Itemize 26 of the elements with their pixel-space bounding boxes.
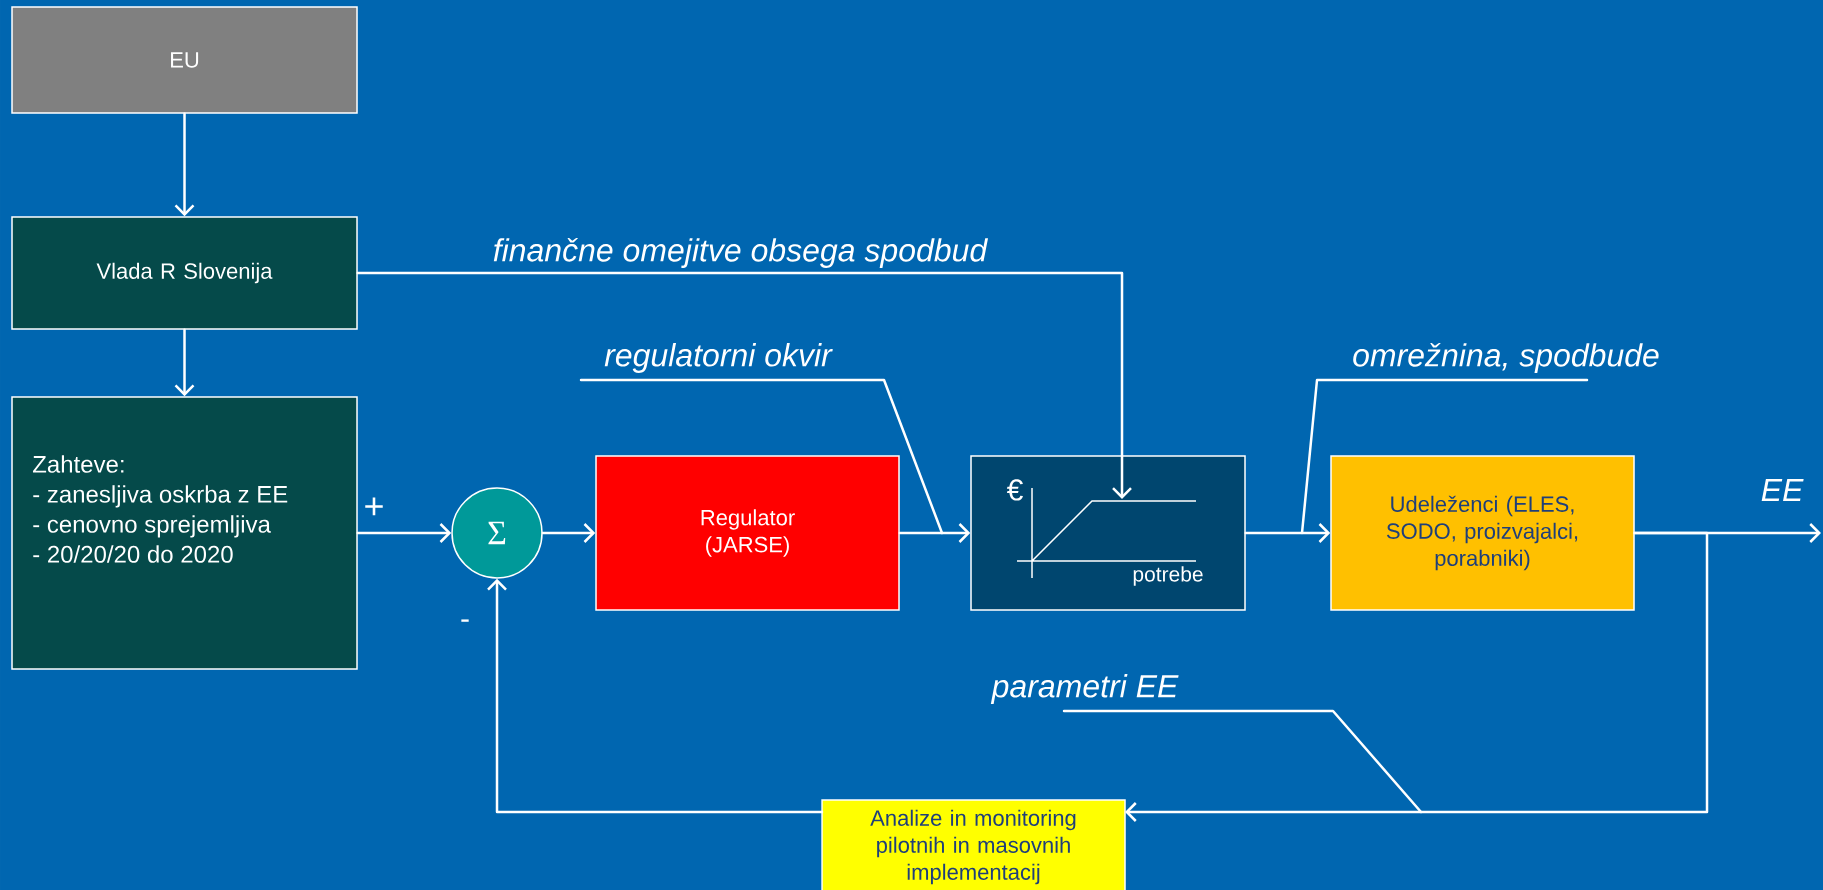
- sign-label: -: [461, 619, 469, 622]
- process-box: Analize in monitoring pilotnih in masovnih implementacij: [821, 799, 1126, 890]
- arrow: [898, 523, 971, 543]
- edge-label: finančne omejitve obsega spodbud: [493, 238, 988, 268]
- leader-line: [1300, 378, 1589, 535]
- annotation-text: omrežnina, spodbude: [1353, 343, 1659, 373]
- leader-line: [579, 378, 944, 535]
- arrow: [356, 523, 452, 543]
- sign-label: +: [365, 497, 383, 516]
- arrow: [174, 112, 195, 217]
- chart-box: € potrebe: [970, 455, 1246, 611]
- annotation-text: regulatorni okvir: [604, 343, 833, 373]
- requirements-box: Zahteve: - zanesljiva oskrba z EE - cenovno sprejemljiva - 20/20/20 do 2020: [11, 396, 358, 670]
- leader-line: [1062, 709, 1423, 814]
- arrow: [541, 523, 596, 543]
- arrow: [1125, 531, 1709, 822]
- arrow: [1244, 523, 1331, 543]
- process-box: Udeleženci (ELES, SODO, proizvajalci, porabniki): [1330, 455, 1635, 611]
- edge-label: EE: [1761, 479, 1804, 501]
- process-box: EU: [11, 6, 358, 114]
- annotation-text: parametri EE: [990, 674, 1179, 704]
- arrow: [356, 271, 1132, 499]
- process-box: Vlada R Slovenija: [11, 216, 358, 330]
- arrow: [174, 328, 195, 397]
- arrow: [487, 578, 824, 814]
- process-box: Regulator (JARSE): [595, 455, 900, 611]
